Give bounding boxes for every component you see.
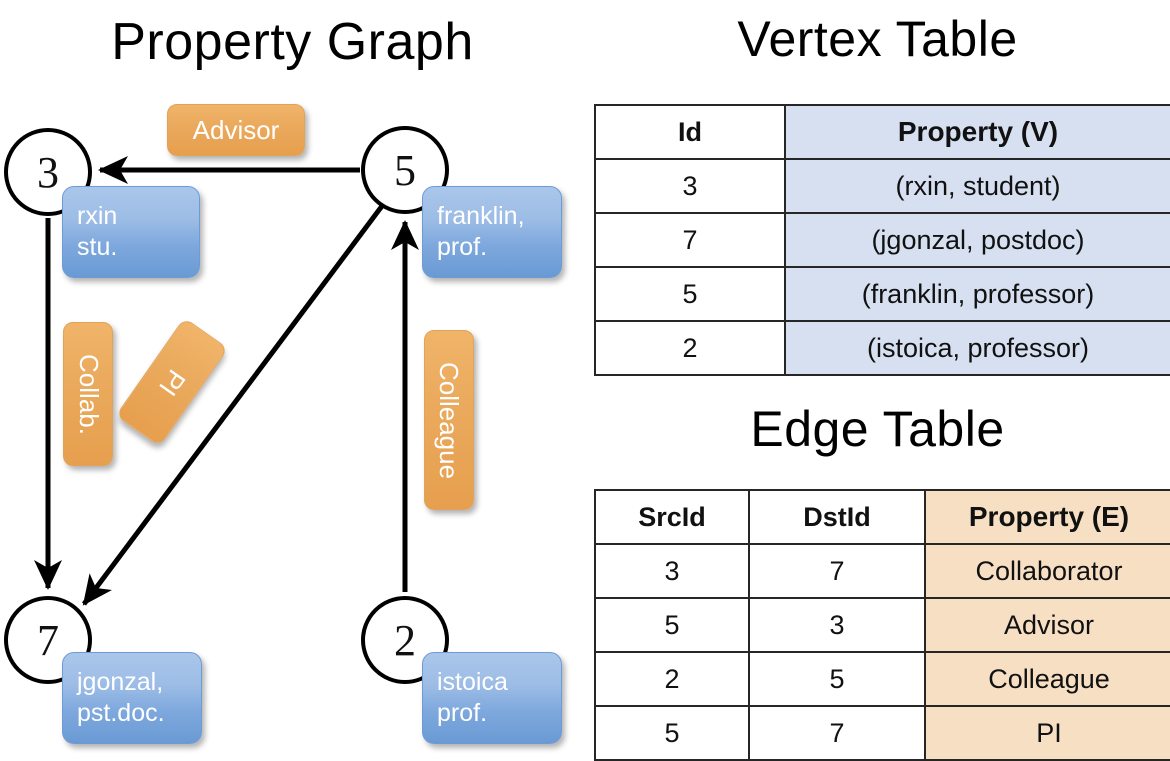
vertex-property-callout-2: istoica prof. — [422, 652, 562, 744]
graph-node-2[interactable]: 2 — [361, 596, 449, 684]
edge-cell-property: Collaborator — [924, 543, 1170, 599]
vertex-cell-id: 2 — [594, 320, 786, 376]
vertex-cell-property: (rxin, student) — [784, 158, 1170, 214]
property-graph-panel: Property Graph 3 5 7 2 rxin stu. frankli… — [0, 0, 585, 760]
edge-header-dstid: DstId — [748, 489, 926, 545]
edge-label-text: PI — [153, 363, 192, 401]
edge-cell-dstid: 5 — [748, 651, 926, 707]
edge-property-callout-advisor: Advisor — [167, 104, 305, 156]
vertex-property-callout-5: franklin, prof. — [422, 186, 562, 278]
vertex-table: Id Property (V) 3 (rxin, student) 7 (jgo… — [594, 104, 1170, 376]
edge-property-callout-colleague: Colleague — [424, 330, 474, 510]
edge-cell-srcid: 2 — [594, 651, 750, 707]
edge-cell-property: Advisor — [924, 597, 1170, 653]
node-label: 7 — [37, 615, 59, 665]
node-label: 3 — [37, 147, 59, 197]
edge-cell-srcid: 3 — [594, 543, 750, 599]
edge-cell-property: PI — [924, 705, 1170, 761]
page-title-vertex-table: Vertex Table — [737, 11, 1018, 67]
table-row: 3 (rxin, student) — [594, 158, 1170, 214]
vertex-cell-property: (jgonzal, postdoc) — [784, 212, 1170, 268]
table-row: 7 (jgonzal, postdoc) — [594, 212, 1170, 268]
edge-cell-dstid: 7 — [748, 543, 926, 599]
graph-edges-layer — [34, 156, 419, 606]
edge-5-to-7-pi — [81, 204, 385, 606]
vertex-cell-property: (istoica, professor) — [784, 320, 1170, 376]
vertex-cell-id: 7 — [594, 212, 786, 268]
vertex-cell-id: 5 — [594, 266, 786, 322]
edge-cell-srcid: 5 — [594, 597, 750, 653]
page-title-property-graph: Property Graph — [111, 13, 474, 71]
vertex-header-property: Property (V) — [784, 104, 1170, 160]
edge-table: SrcId DstId Property (E) 3 7 Collaborato… — [594, 489, 1170, 761]
table-row: 5 3 Advisor — [594, 597, 1170, 653]
node-label: 5 — [394, 145, 416, 195]
edge-cell-srcid: 5 — [594, 705, 750, 761]
edge-cell-dstid: 3 — [748, 597, 926, 653]
vertex-header-id: Id — [594, 104, 786, 160]
edge-cell-property: Colleague — [924, 651, 1170, 707]
table-header-row: SrcId DstId Property (E) — [594, 489, 1170, 545]
edge-header-srcid: SrcId — [594, 489, 750, 545]
table-row: 5 (franklin, professor) — [594, 266, 1170, 322]
table-row: 3 7 Collaborator — [594, 543, 1170, 599]
edge-label-text: Collab. — [73, 353, 104, 435]
graph-node-5[interactable]: 5 — [361, 126, 449, 214]
node-label: 2 — [394, 615, 416, 665]
page-title-edge-table: Edge Table — [750, 401, 1005, 457]
table-row: 5 7 PI — [594, 705, 1170, 761]
vertex-cell-id: 3 — [594, 158, 786, 214]
vertex-property-callout-3: rxin stu. — [62, 186, 200, 278]
table-header-row: Id Property (V) — [594, 104, 1170, 160]
edge-cell-dstid: 7 — [748, 705, 926, 761]
edge-header-property: Property (E) — [924, 489, 1170, 545]
vertex-cell-property: (franklin, professor) — [784, 266, 1170, 322]
table-row: 2 (istoica, professor) — [594, 320, 1170, 376]
edge-label-text: Colleague — [434, 361, 465, 479]
edge-property-callout-collab: Collab. — [63, 322, 113, 466]
edge-label-text: Advisor — [192, 114, 280, 145]
vertex-property-callout-7: jgonzal, pst.doc. — [62, 652, 202, 744]
table-row: 2 5 Colleague — [594, 651, 1170, 707]
